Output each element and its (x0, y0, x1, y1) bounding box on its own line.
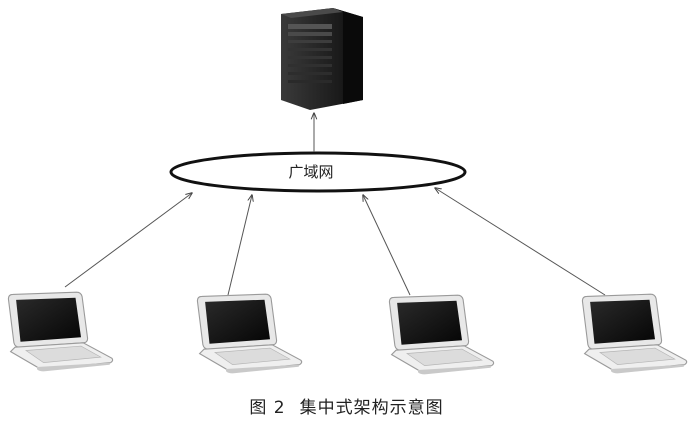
edge-laptop4-to-network (435, 188, 606, 296)
network-label: 广域网 (288, 163, 333, 181)
figure-number: 图 2 (249, 398, 286, 418)
laptop-icon-1 (7, 291, 114, 372)
figure-title: 集中式架构示意图 (299, 398, 444, 418)
server-icon (281, 8, 363, 110)
edge-laptop2-to-network (227, 195, 252, 296)
figure-caption: 图 2 集中式架构示意图 (0, 393, 693, 418)
laptop-icon-2 (196, 293, 303, 374)
edge-laptop3-to-network (363, 195, 411, 296)
network-ellipse (169, 151, 467, 193)
edge-laptop1-to-network (64, 193, 192, 288)
laptop-icon-4 (581, 293, 688, 374)
laptop-icon-3 (388, 294, 495, 375)
